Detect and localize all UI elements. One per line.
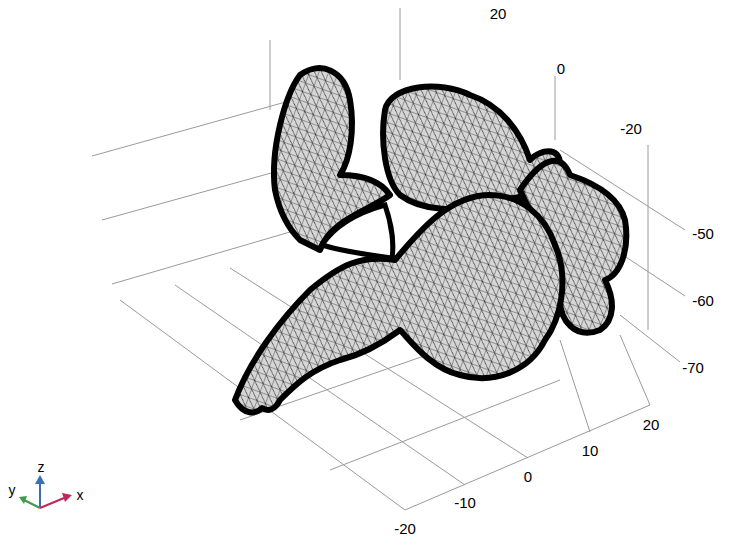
axis-tick-label: 0 — [524, 469, 532, 484]
axis-tick-label: -70 — [682, 360, 704, 375]
axis-name: z — [38, 460, 45, 474]
axis-tick-label: -60 — [692, 293, 714, 308]
axis-tick-label: -50 — [692, 226, 714, 241]
axis-tick-label: -20 — [620, 121, 642, 136]
axis-tick-label: 10 — [582, 443, 599, 458]
grid-lines — [92, 8, 685, 510]
axis-tick-label: 20 — [643, 417, 660, 432]
vertebral-foramen — [322, 205, 393, 258]
axis-name: y — [9, 483, 16, 497]
axis-tick-label: -20 — [394, 521, 416, 536]
axis-tick-label: -10 — [454, 495, 476, 510]
axis-tick-label: 0 — [557, 61, 565, 76]
axis-tick-label: 20 — [490, 6, 507, 21]
vertebra-mesh — [235, 68, 626, 412]
axis-triad — [19, 475, 72, 508]
axis-name: x — [77, 488, 84, 502]
